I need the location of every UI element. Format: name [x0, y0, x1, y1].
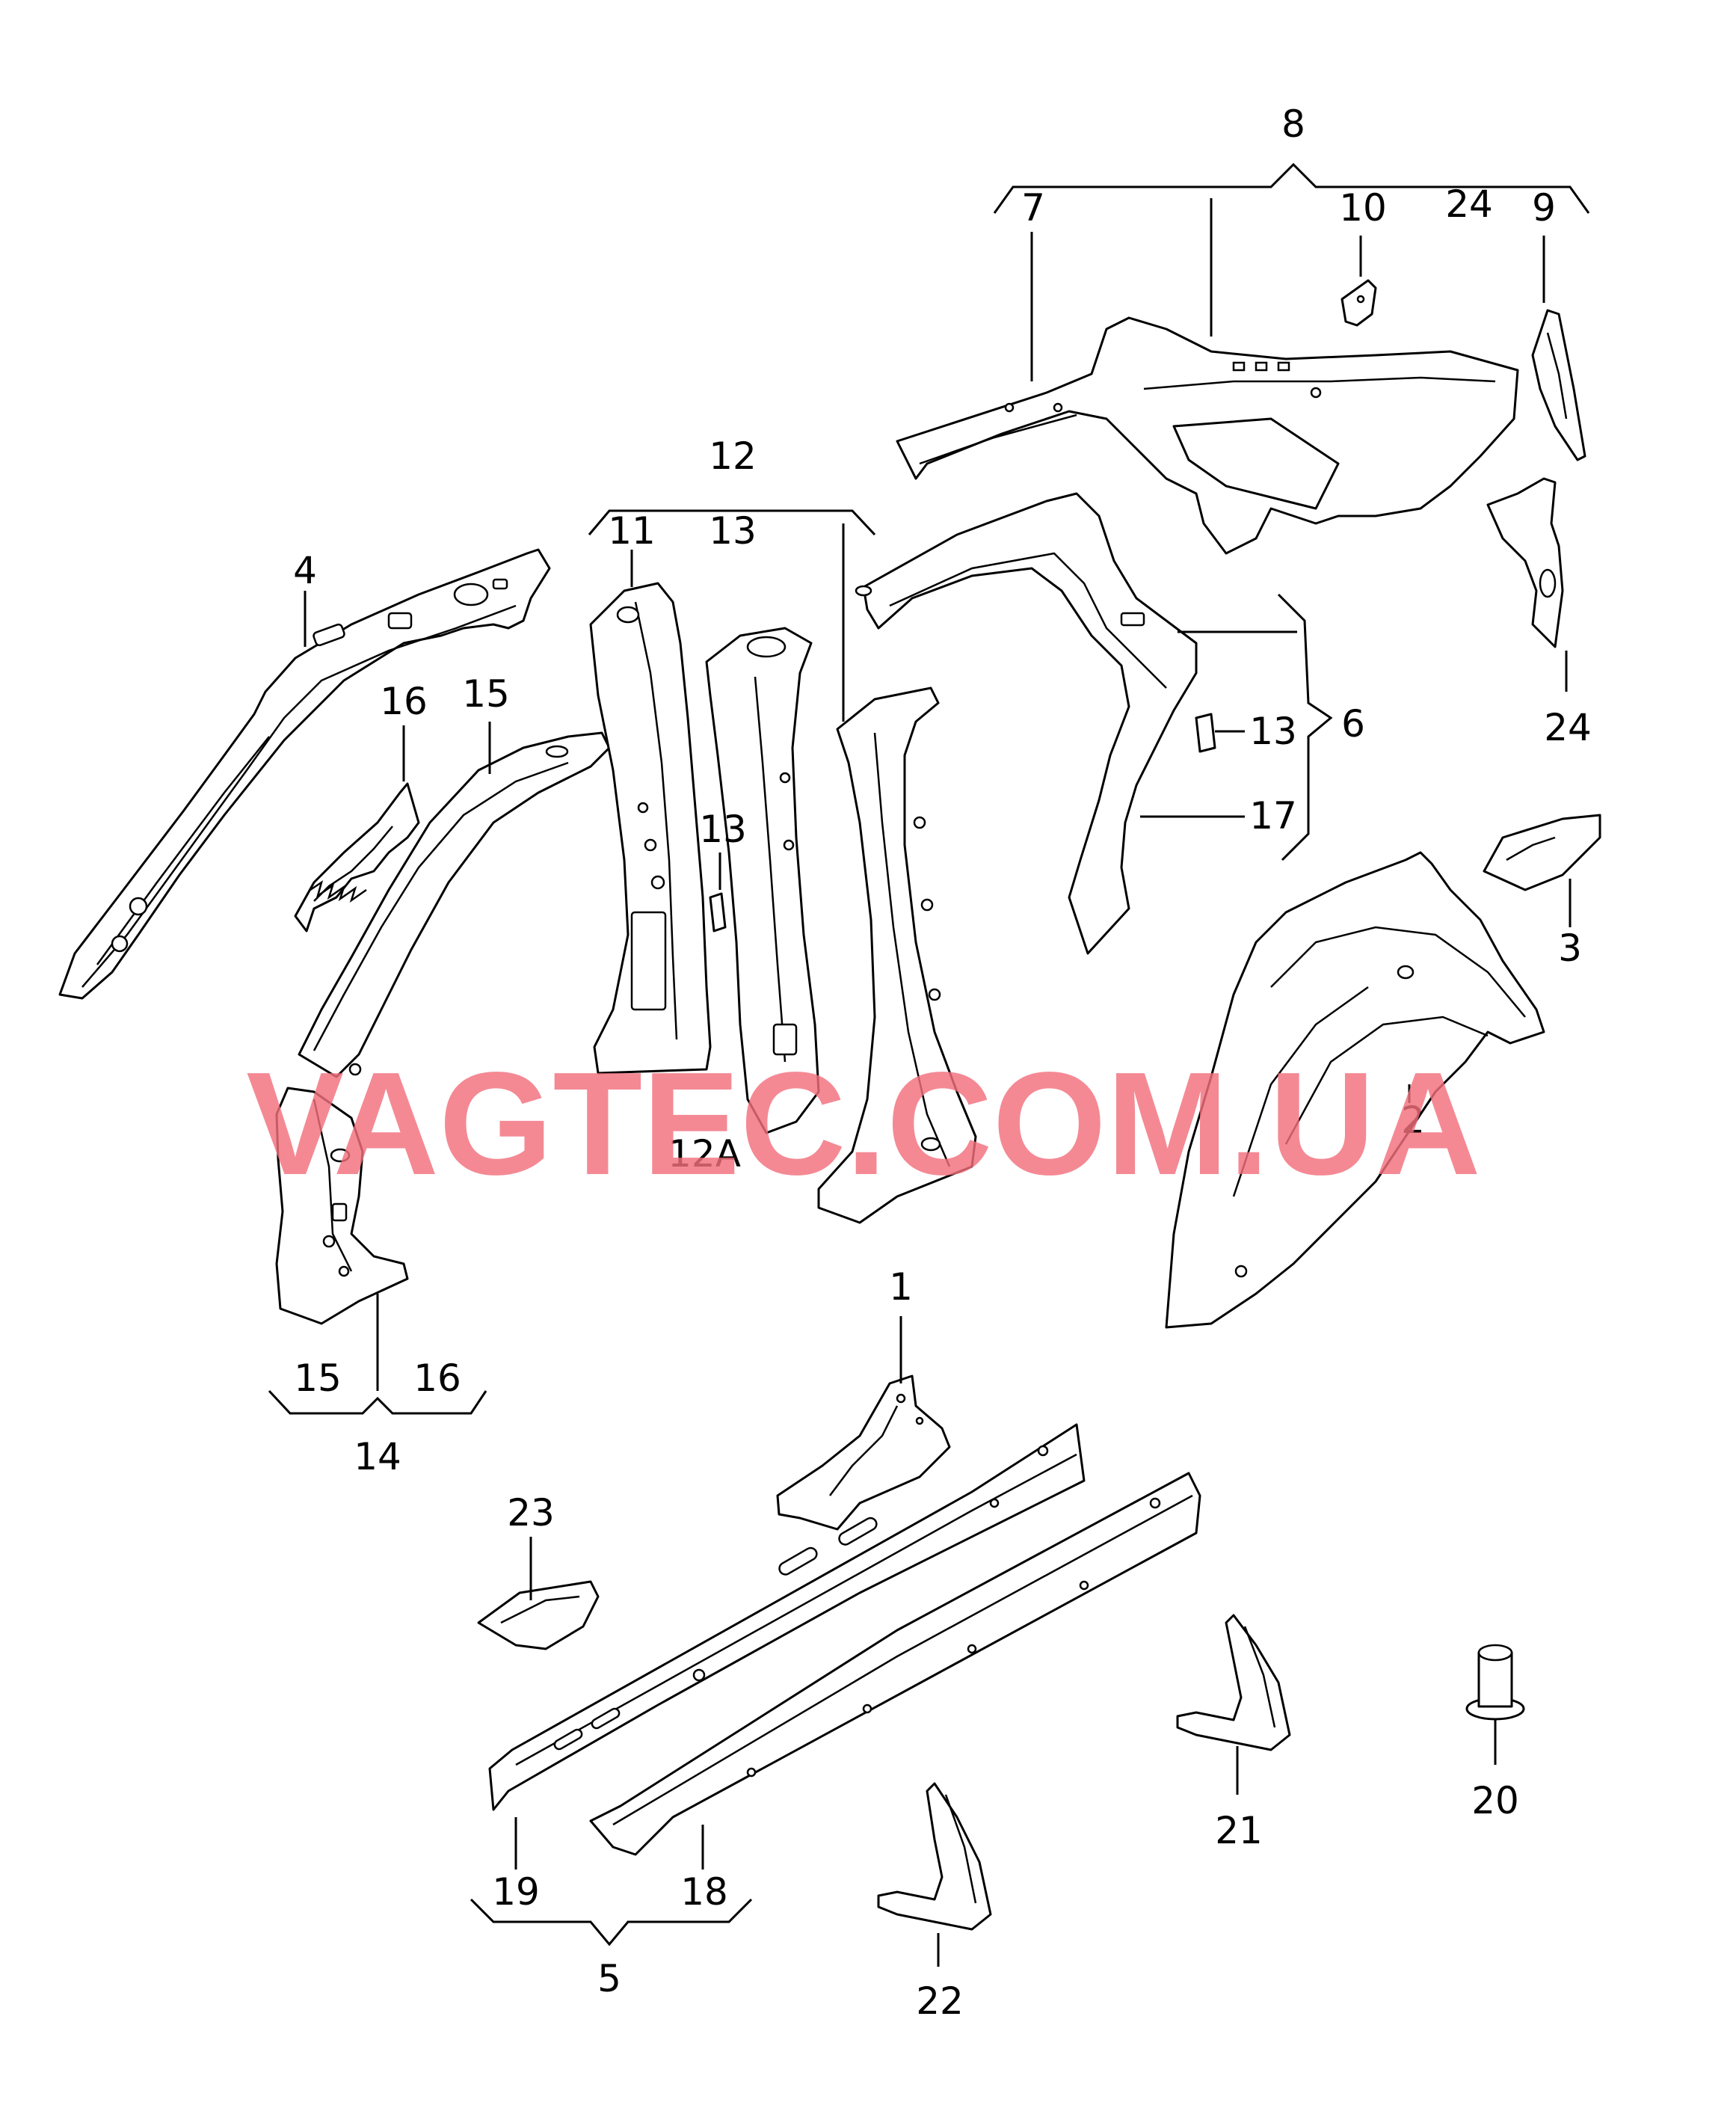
- part-8-rear-panel: [896, 316, 1519, 555]
- callout-13-clip-center: 13: [699, 808, 747, 851]
- part-13-clip-right: [1195, 713, 1216, 753]
- callout-9: 9: [1532, 186, 1556, 230]
- part-19-sill-outer: [488, 1423, 1086, 1811]
- part-18-sill-inner: [589, 1472, 1201, 1856]
- callout-13-group: 13: [709, 509, 757, 553]
- part-22-bracket: [877, 1782, 992, 1931]
- callout-3: 3: [1558, 927, 1582, 970]
- callout-12: 12: [709, 434, 757, 478]
- part-13-b-pillar-middle: [705, 627, 820, 1134]
- part-4-a-pillar: [58, 548, 551, 1000]
- callout-2: 2: [1401, 1099, 1425, 1142]
- part-16-reinforcement: [294, 782, 420, 933]
- part-2-wheel-house: [1165, 851, 1545, 1329]
- callout-5: 5: [597, 1957, 621, 2000]
- callout-4: 4: [293, 549, 317, 592]
- callout-10: 10: [1339, 186, 1387, 230]
- part-9-bracket: [1531, 309, 1586, 461]
- callout-6: 6: [1341, 702, 1365, 746]
- callout-17: 17: [1249, 794, 1297, 838]
- callout-21: 21: [1215, 1809, 1263, 1852]
- part-10-bracket: [1341, 279, 1377, 327]
- leader-lines: [268, 162, 1590, 1967]
- callout-16-bottom: 16: [413, 1357, 461, 1400]
- callout-15-bottom: 15: [294, 1357, 342, 1400]
- callout-13-clip-right: 13: [1249, 710, 1297, 753]
- part-3-panel: [1483, 814, 1601, 891]
- part-12-b-pillar-inner: [817, 686, 977, 1224]
- callout-14: 14: [354, 1435, 401, 1478]
- callout-11: 11: [608, 509, 656, 553]
- callout-22: 22: [916, 1979, 964, 2023]
- callout-24-top: 24: [1445, 182, 1493, 226]
- callout-15-top: 15: [462, 672, 510, 716]
- part-20-bushing: [1465, 1644, 1525, 1721]
- part-24-bracket: [1486, 477, 1564, 648]
- callout-labels: 8 7 10 24 9 24 12 11 13 13 13 6 17 4 16 …: [293, 102, 1592, 2023]
- callout-8: 8: [1281, 102, 1305, 146]
- part-13-clip-center: [709, 892, 727, 933]
- part-6-c-pillar-frame: [855, 492, 1198, 955]
- part-1-reinforcement: [776, 1374, 951, 1531]
- watermark: VAGTEC.COM.UA: [246, 1042, 1480, 1205]
- part-21-bracket: [1176, 1614, 1291, 1751]
- callout-1: 1: [889, 1265, 913, 1309]
- part-14-lower-a-pillar: [275, 1087, 409, 1325]
- callout-23: 23: [507, 1491, 555, 1534]
- callout-16-top: 16: [380, 680, 428, 723]
- callout-19: 19: [492, 1870, 540, 1914]
- callout-20: 20: [1471, 1779, 1519, 1822]
- callout-18: 18: [680, 1870, 728, 1914]
- callout-7: 7: [1021, 186, 1045, 230]
- part-23-clip: [477, 1580, 600, 1650]
- part-15-a-pillar-inner: [298, 731, 611, 1078]
- callout-12a: 12A: [668, 1132, 741, 1176]
- callout-24-bottom: 24: [1544, 706, 1592, 749]
- part-11-b-pillar: [589, 582, 712, 1075]
